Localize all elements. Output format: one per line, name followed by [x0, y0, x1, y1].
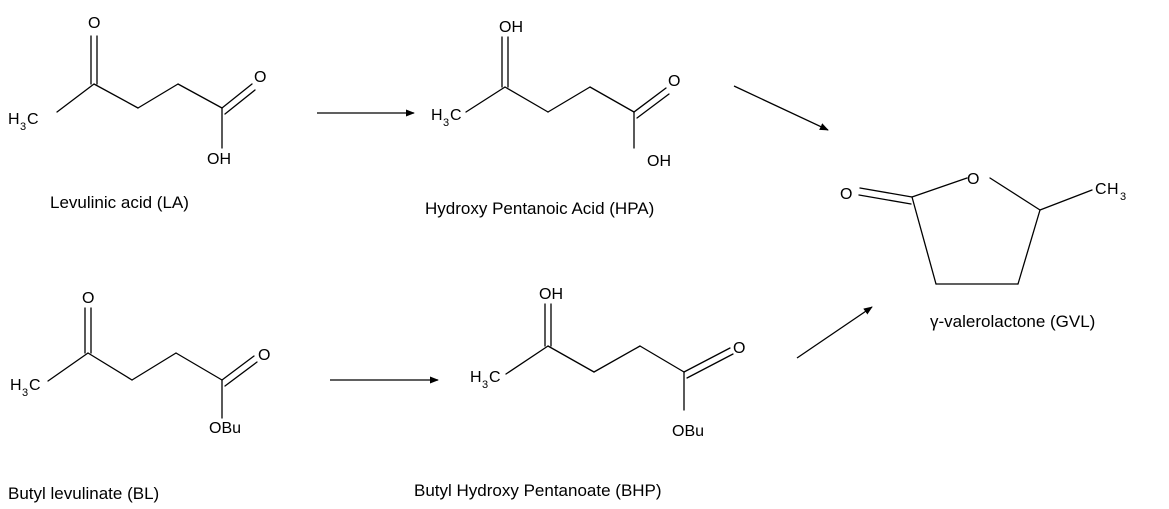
carbonyl-oxygen: O	[733, 340, 745, 357]
svg-text:C: C	[450, 107, 462, 124]
carbonyl-oxygen: O	[258, 347, 270, 364]
carbonyl-oxygen: O	[840, 186, 852, 203]
hydroxyl-top: OH	[499, 19, 523, 36]
svg-text:H: H	[431, 107, 443, 124]
label-gvl: γ-valerolactone (GVL)	[930, 312, 1095, 331]
svg-text:C: C	[1095, 181, 1107, 198]
ketone-oxygen: O	[82, 290, 94, 307]
svg-text:C: C	[29, 377, 41, 394]
svg-text:3: 3	[22, 387, 28, 399]
hydroxyl-group: OH	[647, 153, 671, 170]
methyl-group: H 3 C	[8, 111, 39, 133]
methyl-group: C H 3	[1095, 181, 1126, 203]
svg-text:H: H	[10, 377, 22, 394]
svg-text:H: H	[470, 369, 482, 386]
svg-text:3: 3	[443, 117, 449, 129]
svg-text:H: H	[1107, 181, 1119, 198]
svg-text:3: 3	[20, 121, 26, 133]
label-bhp: Butyl Hydroxy Pentanoate (BHP)	[414, 481, 662, 500]
label-bl: Butyl levulinate (BL)	[8, 484, 159, 503]
carbonyl-oxygen: O	[254, 69, 266, 86]
methyl-group: H 3 C	[431, 107, 462, 129]
label-la: Levulinic acid (LA)	[50, 193, 189, 212]
svg-text:3: 3	[1120, 191, 1126, 203]
svg-text:C: C	[27, 111, 39, 128]
ketone-oxygen: O	[88, 15, 100, 32]
methyl-group: H 3 C	[470, 369, 501, 391]
methyl-group: H 3 C	[10, 377, 41, 399]
molecule-bhp: H 3 C OH O OBu	[470, 286, 745, 440]
molecule-la: H 3 C O O OH	[8, 15, 266, 168]
molecule-gvl: O O C H 3	[840, 171, 1126, 285]
arrow-hpa-to-gvl	[733, 85, 829, 131]
molecule-hpa: H 3 C OH O OH	[431, 19, 680, 170]
svg-text:H: H	[8, 111, 20, 128]
ring-oxygen: O	[967, 171, 979, 188]
label-hpa: Hydroxy Pentanoic Acid (HPA)	[425, 199, 654, 218]
butoxy-group: OBu	[209, 420, 241, 437]
hydroxyl-top: OH	[539, 286, 563, 303]
butoxy-group: OBu	[672, 423, 704, 440]
arrow-bhp-to-gvl	[796, 306, 873, 359]
svg-text:C: C	[489, 369, 501, 386]
svg-text:3: 3	[482, 379, 488, 391]
carbonyl-oxygen: O	[668, 73, 680, 90]
molecule-bl: H 3 C O O OBu	[10, 290, 270, 437]
hydroxyl-group: OH	[207, 151, 231, 168]
